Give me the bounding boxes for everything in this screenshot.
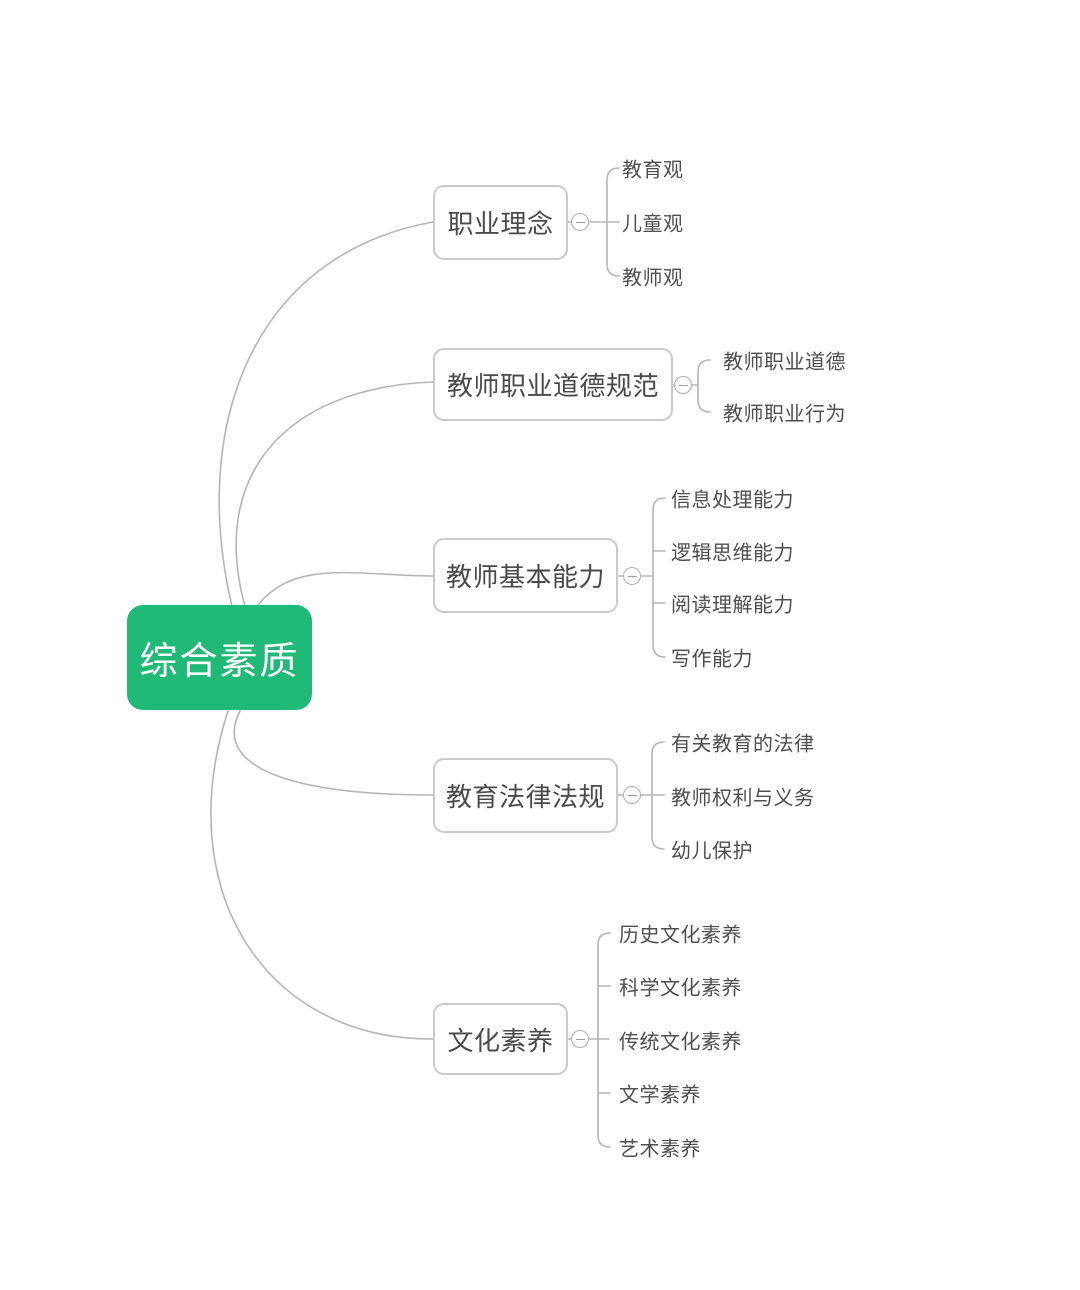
leaf-node[interactable]: 教师观: [622, 267, 684, 290]
curve-root-to-branch-4: [210, 710, 434, 1040]
bracket-branch-2: [617, 497, 666, 658]
curve-root-to-branch-0: [218, 221, 434, 607]
collapse-button-branch-3[interactable]: [623, 786, 641, 804]
leaf-node[interactable]: 传统文化素养: [619, 1031, 742, 1054]
leaf-node[interactable]: 文学素养: [619, 1084, 701, 1107]
leaf-node[interactable]: 艺术素养: [619, 1138, 701, 1161]
minus-icon: [627, 794, 637, 796]
minus-icon: [575, 1038, 585, 1040]
leaf-node[interactable]: 幼儿保护: [671, 840, 753, 863]
leaf-node[interactable]: 逻辑思维能力: [671, 542, 794, 565]
curve-root-to-branch-3: [233, 710, 434, 796]
leaf-node[interactable]: 儿童观: [622, 213, 684, 236]
minus-icon: [627, 575, 637, 577]
collapse-button-branch-0[interactable]: [571, 213, 589, 231]
leaf-node[interactable]: 教师权利与义务: [671, 787, 815, 810]
leaf-node[interactable]: 有关教育的法律: [671, 733, 815, 756]
branch-node-basic-abilities[interactable]: 教师基本能力: [433, 538, 618, 613]
bracket-branch-3: [617, 741, 665, 850]
branch-node-education-laws[interactable]: 教育法律法规: [433, 758, 618, 833]
bracket-branch-1: [672, 359, 711, 413]
curve-root-to-branch-2: [257, 571, 434, 606]
curve-root-to-branch-1: [235, 381, 434, 607]
leaf-node[interactable]: 阅读理解能力: [671, 594, 794, 617]
minus-icon: [575, 221, 585, 223]
bracket-branch-4: [567, 932, 611, 1148]
collapse-button-branch-1[interactable]: [674, 376, 692, 394]
leaf-node[interactable]: 历史文化素养: [619, 924, 742, 947]
root-node[interactable]: 综合素质: [127, 605, 312, 710]
leaf-node[interactable]: 教师职业行为: [723, 403, 846, 426]
collapse-button-branch-2[interactable]: [623, 567, 641, 585]
collapse-button-branch-4[interactable]: [571, 1030, 589, 1048]
leaf-node[interactable]: 科学文化素养: [619, 977, 742, 1000]
leaf-node[interactable]: 信息处理能力: [671, 489, 794, 512]
leaf-node[interactable]: 教育观: [622, 159, 684, 182]
branch-node-teacher-ethics[interactable]: 教师职业道德规范: [433, 348, 673, 421]
minus-icon: [678, 384, 688, 386]
branch-node-cultural-literacy[interactable]: 文化素养: [433, 1003, 568, 1075]
bracket-branch-0: [567, 167, 620, 277]
branch-node-career-ideals[interactable]: 职业理念: [433, 185, 568, 260]
leaf-node[interactable]: 教师职业道德: [723, 351, 846, 374]
leaf-node[interactable]: 写作能力: [671, 648, 753, 671]
